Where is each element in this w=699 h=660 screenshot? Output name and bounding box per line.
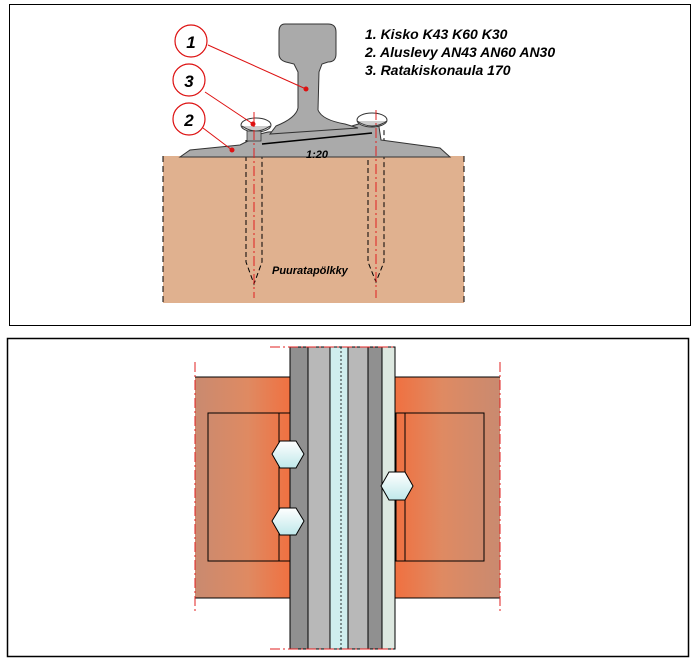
incline-label: 1:20 (306, 149, 329, 161)
cross-section-panel: 1 3 2 1:20 Puuratapölkky 1. Kisko K43 K6… (9, 4, 691, 326)
legend-item-rail: 1. Kisko K43 K60 K30 (365, 26, 508, 42)
spike-icon-right (356, 112, 388, 128)
rail-plan (270, 346, 396, 650)
spike-plan-icon-2 (271, 507, 305, 536)
callout-1-number: 1 (186, 33, 195, 52)
callout-1: 1 (174, 24, 309, 92)
rail-web-left (307, 346, 331, 650)
spike-plan-icon-3 (380, 471, 414, 501)
sleeper-side (163, 156, 464, 303)
plan-view-panel (6, 337, 690, 658)
spike-plan-icon-1 (271, 440, 305, 469)
incline-line (261, 132, 373, 145)
rail-head-left (329, 346, 349, 650)
callout-3-number: 3 (184, 72, 194, 91)
callout-2-number: 2 (183, 111, 194, 130)
sleeper-plan-left (195, 377, 291, 598)
callout-2: 2 (172, 102, 235, 153)
rail-head-right (347, 346, 369, 650)
legend-item-baseplate: 2. Aluslevy AN43 AN60 AN30 (364, 44, 555, 60)
rail-profile-icon (268, 23, 359, 135)
sleeper-label: Puuratapölkky (272, 265, 349, 277)
rail-web-right (367, 346, 383, 650)
legend-item-spike: 3. Ratakiskonaula 170 (365, 62, 511, 78)
legend: 1. Kisko K43 K60 K30 2. Aluslevy AN43 AN… (364, 26, 555, 78)
callout-3: 3 (172, 63, 256, 127)
rail-foot-left (289, 346, 309, 650)
